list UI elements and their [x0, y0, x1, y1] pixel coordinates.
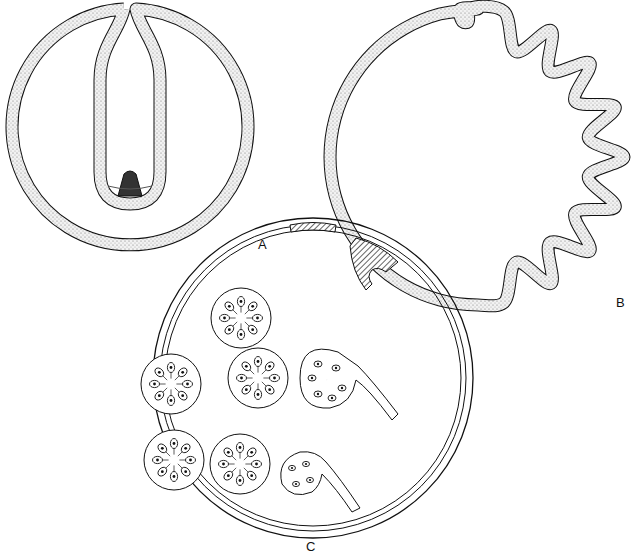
figure-label: B	[616, 296, 625, 309]
rosette-embryo	[141, 218, 473, 538]
epithelium-fill	[330, 6, 624, 306]
epithelium-outline	[330, 6, 624, 306]
invagination-embryo	[12, 9, 248, 245]
figure-label: A	[258, 238, 267, 251]
figure-label: C	[306, 540, 315, 553]
folded-embryo	[330, 6, 624, 306]
